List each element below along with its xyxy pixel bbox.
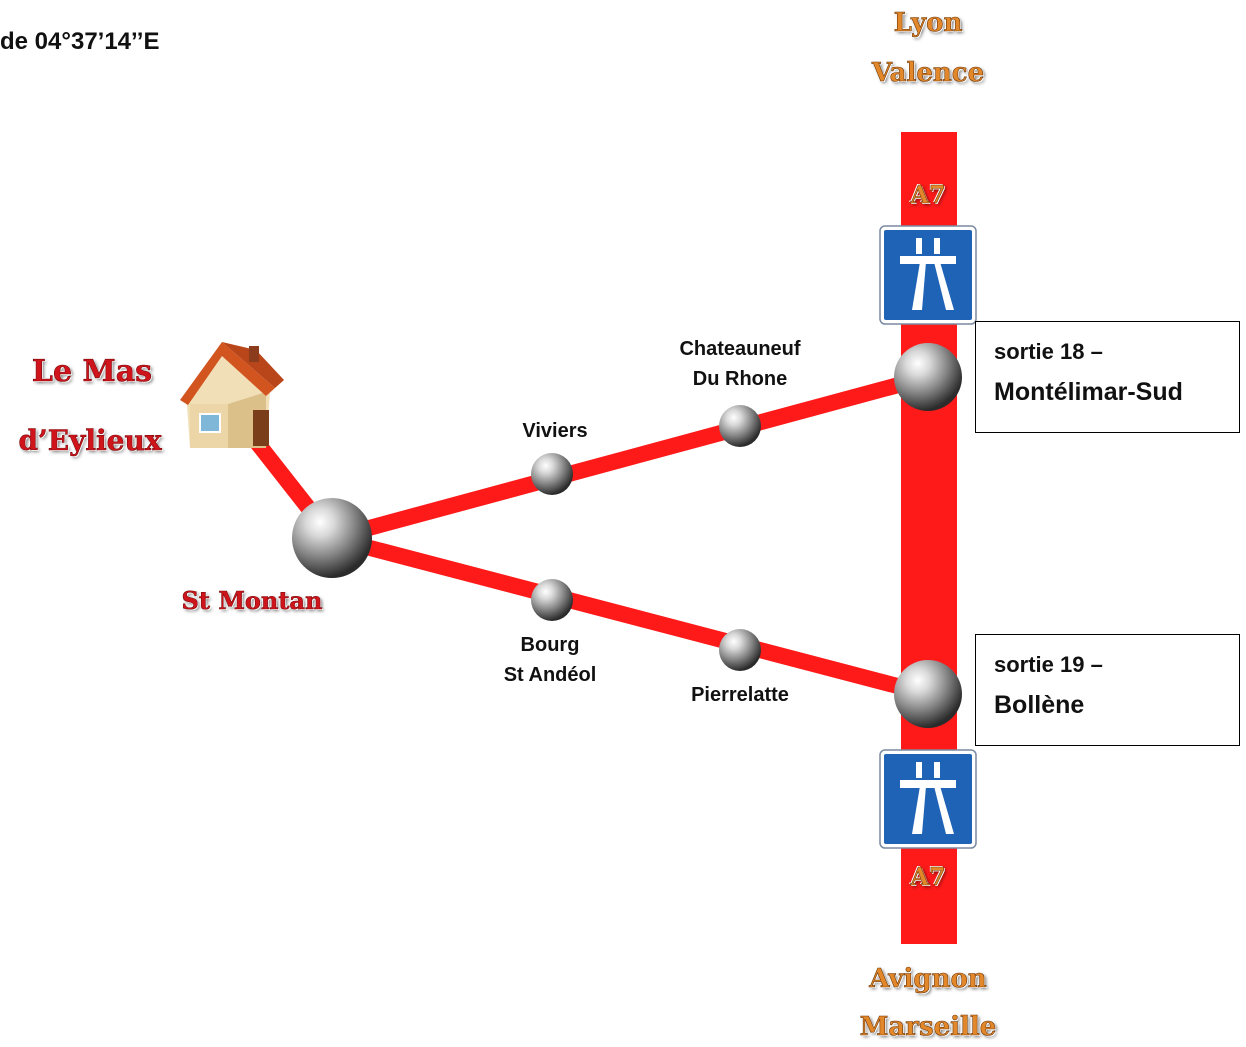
destination-marseille: Marseille [859, 1012, 997, 1043]
town-label-bourg-line1: Bourg [520, 634, 580, 656]
home-label-line2: d’Eylieux [18, 424, 162, 458]
house-icon [180, 342, 284, 448]
node-st-montan [292, 498, 372, 578]
exit-19-number: sortie 19 – [994, 652, 1103, 677]
motorway-sign-icon [879, 749, 977, 849]
destination-valence: Valence [871, 58, 985, 89]
hub-label-st-montan: St Montan [181, 586, 323, 616]
town-label-chateauneuf-line1: Chateauneuf [679, 338, 801, 360]
exit-19-destination: Bollène [994, 691, 1085, 719]
exit-18-number: sortie 18 – [994, 339, 1103, 364]
destination-lyon: Lyon [893, 8, 963, 39]
node-exit-19 [894, 660, 962, 728]
node-bourg-st-andeol [531, 579, 573, 621]
destination-avignon: Avignon [869, 964, 987, 995]
town-label-chateauneuf-line2: Du Rhone [692, 368, 788, 390]
exit-18-box: sortie 18 – Montélimar-Sud [975, 321, 1240, 433]
node-chateauneuf [719, 405, 761, 447]
node-viviers [531, 453, 573, 495]
road-north [329, 369, 931, 546]
node-pierrelatte [719, 629, 761, 671]
road-south [329, 530, 931, 702]
town-label-viviers: Viviers [522, 420, 588, 442]
a7-label-bottom: A7 [910, 862, 946, 892]
home-label-line1: Le Mas [31, 354, 153, 390]
town-label-bourg-line2: St Andéol [503, 664, 597, 686]
coordinate-text: de 04°37’14’’E [0, 28, 160, 55]
exit-19-box: sortie 19 – Bollène [975, 634, 1240, 746]
motorway-sign-icon [879, 225, 977, 325]
a7-label-top: A7 [910, 180, 946, 210]
town-label-pierrelatte: Pierrelatte [691, 684, 789, 706]
node-exit-18 [894, 343, 962, 411]
exit-18-destination: Montélimar-Sud [994, 378, 1183, 406]
